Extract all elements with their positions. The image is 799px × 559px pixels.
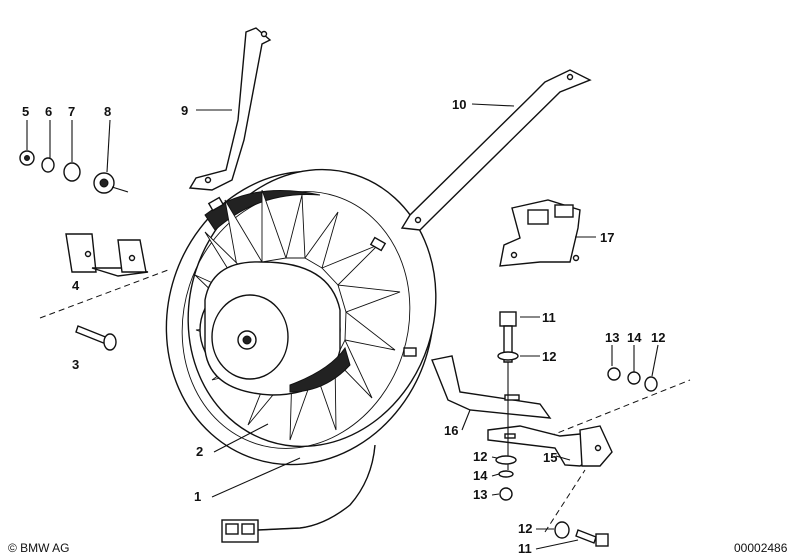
bracket-4 xyxy=(65,233,149,277)
bolt-11-top xyxy=(499,311,517,470)
bolt-3 xyxy=(75,325,117,351)
nut-13-right xyxy=(607,367,621,381)
callout-6: 6 xyxy=(45,104,52,119)
bracket-15 xyxy=(487,425,613,467)
callout-12-bottom: 12 xyxy=(518,521,532,536)
callout-12-right: 12 xyxy=(651,330,665,345)
callout-10: 10 xyxy=(452,97,466,112)
hardware-5-8 xyxy=(19,150,129,194)
callout-5: 5 xyxy=(22,104,29,119)
bracket-16 xyxy=(431,355,552,419)
relay-17 xyxy=(499,199,581,267)
washer-14-mid xyxy=(498,470,514,478)
callout-17: 17 xyxy=(600,230,614,245)
dash-12-13 xyxy=(539,379,691,441)
washer-12-bottom xyxy=(554,521,570,539)
callout-12-top: 12 xyxy=(542,349,556,364)
callout-11-bottom: 11 xyxy=(518,541,532,556)
copyright-text: © BMW AG xyxy=(8,541,70,555)
callout-16: 16 xyxy=(444,423,458,438)
callout-4: 4 xyxy=(72,278,80,293)
callouts: 1 2 3 4 5 6 7 8 9 10 11 12 13 14 12 16 1… xyxy=(22,97,665,556)
callout-11-top: 11 xyxy=(542,310,556,325)
washer-12-right xyxy=(644,376,658,392)
callout-2: 2 xyxy=(196,444,203,459)
callout-14-right: 14 xyxy=(627,330,642,345)
nut-13-mid xyxy=(499,487,513,501)
dash-15-12 xyxy=(544,469,586,533)
callout-13-mid: 13 xyxy=(473,487,487,502)
bracket-10 xyxy=(400,69,592,231)
bolt-11-bottom xyxy=(575,529,609,547)
callout-3: 3 xyxy=(72,357,79,372)
washer-12-top xyxy=(497,351,519,361)
callout-8: 8 xyxy=(104,104,111,119)
callout-9: 9 xyxy=(181,103,188,118)
fan-assembly xyxy=(165,168,437,543)
bracket-9 xyxy=(188,27,272,191)
callout-12-mid: 12 xyxy=(473,449,487,464)
callout-1: 1 xyxy=(194,489,201,504)
diagram-number: 00002486 xyxy=(734,541,788,555)
leader-lines xyxy=(26,103,659,550)
washer-14-right xyxy=(627,371,641,385)
callout-15: 15 xyxy=(543,450,557,465)
washer-12-mid xyxy=(495,455,517,465)
callout-13-right: 13 xyxy=(605,330,619,345)
callout-7: 7 xyxy=(68,104,75,119)
dash-4 xyxy=(39,269,169,319)
callout-14-mid: 14 xyxy=(473,468,488,483)
